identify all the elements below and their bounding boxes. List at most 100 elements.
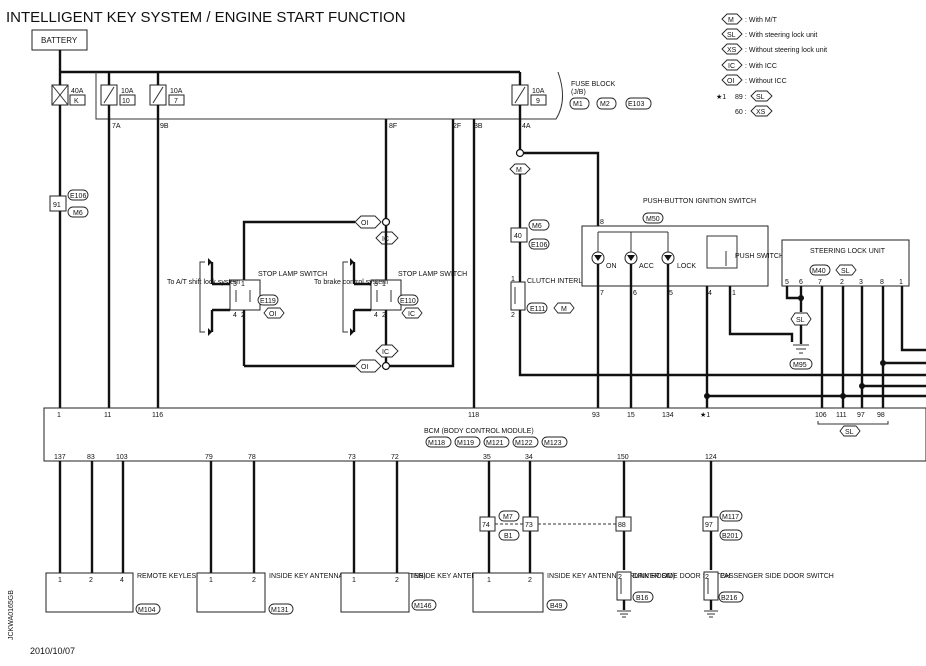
svg-text:B216: B216 xyxy=(721,595,737,602)
svg-text:4: 4 xyxy=(233,312,237,319)
ground-icon xyxy=(793,344,809,354)
svg-text:103: 103 xyxy=(116,454,128,461)
fuse-10a-7: 10A 7 xyxy=(149,84,185,106)
svg-text:M131: M131 xyxy=(271,607,289,614)
stop-lamp-switch-1: 3 1 4 2 STOP LAMP SWITCH E119 OI To A/T … xyxy=(167,271,327,319)
svg-text:78: 78 xyxy=(248,454,256,461)
svg-text:137: 137 xyxy=(54,454,66,461)
svg-text:89 :: 89 : xyxy=(735,94,747,101)
svg-text:1: 1 xyxy=(899,279,903,286)
legend-item: OI : Without ICC xyxy=(721,74,787,86)
svg-text:DRIVER SIDE DOOR SWITCH: DRIVER SIDE DOOR SWITCH xyxy=(633,573,730,580)
clutch-interlock-switch: 1 2 CLUTCH INTERLOCK SWITCH E111 M xyxy=(510,276,627,319)
svg-text:M95: M95 xyxy=(793,362,807,369)
svg-text:35: 35 xyxy=(483,454,491,461)
legend-item: SL : With steering lock unit xyxy=(721,28,817,40)
svg-text:IC: IC xyxy=(408,311,415,318)
svg-text:2: 2 xyxy=(511,312,515,319)
svg-text:M123: M123 xyxy=(544,440,562,447)
svg-text:93: 93 xyxy=(592,412,600,419)
date-label: 2010/10/07 xyxy=(30,646,75,656)
svg-text:OI: OI xyxy=(361,220,368,227)
svg-text:3: 3 xyxy=(859,279,863,286)
svg-text:M1: M1 xyxy=(573,101,583,108)
svg-text:2: 2 xyxy=(705,574,709,581)
svg-text:STOP LAMP SWITCH: STOP LAMP SWITCH xyxy=(398,271,467,278)
svg-text:150: 150 xyxy=(617,454,629,461)
svg-text:XS: XS xyxy=(727,47,737,54)
steering-lock-unit: STEERING LOCK UNIT M40 SL 5 6 7 2 3 8 1 xyxy=(781,239,910,287)
svg-text:10A: 10A xyxy=(121,88,134,95)
driver-side-door-switch: 2 DRIVER SIDE DOOR SWITCH B16 xyxy=(616,571,730,618)
svg-text:STOP LAMP SWITCH: STOP LAMP SWITCH xyxy=(258,271,327,278)
svg-text:M: M xyxy=(728,17,734,24)
svg-text:ACC: ACC xyxy=(639,263,654,270)
svg-text:E119: E119 xyxy=(260,298,276,305)
svg-text:97: 97 xyxy=(857,412,865,419)
svg-text:M6: M6 xyxy=(532,223,542,230)
svg-text:73: 73 xyxy=(525,522,533,529)
svg-text:116: 116 xyxy=(152,412,163,419)
svg-text:111: 111 xyxy=(836,412,847,419)
svg-text:3: 3 xyxy=(233,281,237,288)
svg-text:M40: M40 xyxy=(812,268,826,275)
svg-text:106: 106 xyxy=(815,412,827,419)
svg-text:1: 1 xyxy=(352,577,356,584)
svg-text:2: 2 xyxy=(618,574,622,581)
svg-text:7: 7 xyxy=(818,279,822,286)
svg-text:1: 1 xyxy=(241,281,245,288)
inside-key-antenna-console: 1 2 INSIDE KEY ANTENNA (CONSOLE) M146 xyxy=(340,572,527,613)
svg-text:3: 3 xyxy=(374,281,378,288)
svg-text:88: 88 xyxy=(618,522,626,529)
svg-text:79: 79 xyxy=(205,454,213,461)
svg-text:4: 4 xyxy=(120,577,124,584)
svg-text:M146: M146 xyxy=(414,603,432,610)
svg-text:SL: SL xyxy=(796,317,805,324)
svg-text:M119: M119 xyxy=(457,440,474,447)
fuse-block xyxy=(95,71,563,120)
svg-text:5: 5 xyxy=(785,279,789,286)
star-note: ★1 89 : SL 60 : XS xyxy=(716,90,773,117)
svg-text:E111: E111 xyxy=(530,306,545,313)
svg-text:ON: ON xyxy=(606,263,617,270)
svg-text:2: 2 xyxy=(252,577,256,584)
svg-text:2: 2 xyxy=(528,577,532,584)
svg-text:M121: M121 xyxy=(486,440,504,447)
svg-text:: With M/T: : With M/T xyxy=(745,17,778,24)
bcm-module: BCM (BODY CONTROL MODULE) M118 M119 M121… xyxy=(43,407,926,462)
svg-text:IC: IC xyxy=(728,63,735,70)
passenger-side-door-switch: 2 PASSENGER SIDE DOOR SWITCH B216 xyxy=(703,571,834,618)
svg-text:1: 1 xyxy=(487,577,491,584)
svg-text:1: 1 xyxy=(58,577,62,584)
svg-text:8F: 8F xyxy=(389,123,397,130)
svg-text:1: 1 xyxy=(732,290,736,297)
svg-text:98: 98 xyxy=(877,412,885,419)
fuse-block-connectors: M1 M2 E103 xyxy=(569,97,652,110)
svg-text:B16: B16 xyxy=(636,595,649,602)
svg-text:M122: M122 xyxy=(515,440,533,447)
svg-text:E110: E110 xyxy=(400,298,416,305)
svg-text:SL: SL xyxy=(845,429,854,436)
svg-text:134: 134 xyxy=(662,412,674,419)
svg-text:M104: M104 xyxy=(138,607,156,614)
svg-text:PUSH-BUTTON IGNITION SWITCH: PUSH-BUTTON IGNITION SWITCH xyxy=(643,198,756,205)
svg-text:SL: SL xyxy=(756,94,765,101)
svg-text:1: 1 xyxy=(209,577,213,584)
stop-lamp-switch-2: 3 1 4 2 STOP LAMP SWITCH E110 IC To brak… xyxy=(314,271,467,319)
svg-text:B1: B1 xyxy=(504,533,513,540)
svg-text:73: 73 xyxy=(348,454,356,461)
svg-text:(J/B): (J/B) xyxy=(571,89,586,96)
svg-text:XS: XS xyxy=(756,109,766,116)
svg-text:6: 6 xyxy=(799,279,803,286)
legend: M : With M/T SL : With steering lock uni… xyxy=(716,13,827,117)
svg-text:B49: B49 xyxy=(550,603,563,610)
svg-text:15: 15 xyxy=(627,412,635,419)
svg-text:2: 2 xyxy=(395,577,399,584)
svg-text:118: 118 xyxy=(468,412,479,419)
svg-text:PASSENGER SIDE DOOR SWITCH: PASSENGER SIDE DOOR SWITCH xyxy=(720,573,834,580)
connector-91 xyxy=(49,195,67,212)
svg-text:8: 8 xyxy=(600,219,604,226)
svg-text:M7: M7 xyxy=(503,514,513,521)
legend-item: XS : Without steering lock unit xyxy=(721,43,827,55)
svg-text:★1: ★1 xyxy=(700,411,710,419)
